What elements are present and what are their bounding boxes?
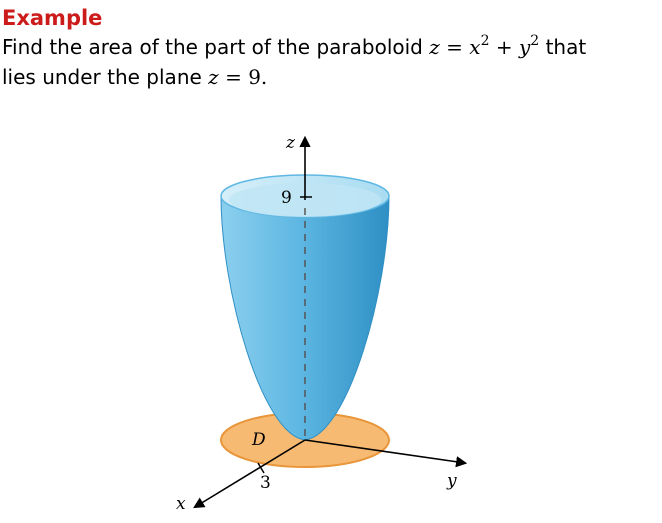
eq2-equals: =	[225, 65, 242, 89]
y-axis	[304, 439, 468, 468]
eq2-rhs: 9.	[248, 65, 268, 89]
eq1-lhs: z	[429, 35, 440, 59]
plane-equation: z = 9.	[208, 65, 267, 89]
problem-line-1: Find the area of the part of the parabol…	[2, 32, 657, 62]
z-axis-label: z	[285, 133, 296, 153]
example-heading: Example	[2, 6, 103, 30]
region-d-label: D	[251, 430, 266, 450]
problem-line-2: lies under the plane z = 9.	[2, 62, 657, 92]
radius-tick-label: 3	[260, 473, 271, 493]
paraboloid-equation: z = x2 + y2	[429, 33, 545, 59]
paraboloid-diagram: z 9 D 3 y x	[176, 133, 468, 514]
y-axis-label: y	[446, 471, 457, 491]
problem-text-1: Find the area of the part of the parabol…	[2, 35, 423, 59]
eq1-y-exponent: 2	[530, 33, 540, 49]
eq1-x-exponent: 2	[480, 33, 490, 49]
problem-text-1-tail: that	[545, 35, 587, 59]
radius-tick	[257, 462, 265, 474]
eq1-x: x	[469, 35, 481, 59]
eq1-y: y	[518, 35, 531, 59]
x-axis-label: x	[176, 494, 186, 514]
eq1-equals: =	[446, 35, 463, 59]
height-tick-label: 9	[281, 188, 292, 208]
problem-text-2: lies under the plane	[2, 65, 202, 89]
eq1-plus: +	[495, 35, 513, 59]
eq2-lhs: z	[208, 65, 219, 89]
problem-statement: Find the area of the part of the parabol…	[2, 32, 657, 92]
x-axis	[193, 439, 306, 509]
paraboloid-figure: z 9 D 3 y x	[0, 120, 662, 523]
